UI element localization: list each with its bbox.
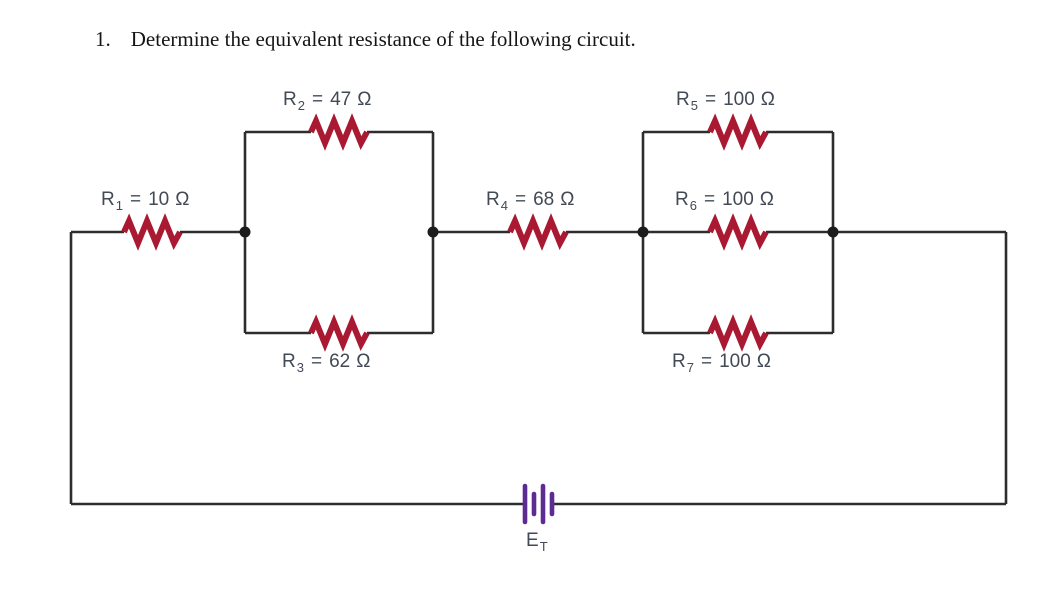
resistor-symbol-text: R: [282, 351, 296, 372]
resistor-symbol-text: R: [283, 89, 297, 110]
resistor-symbol-text: R: [101, 189, 115, 210]
resistor-r2-zigzag-icon: [311, 121, 367, 143]
resistor-value: 47: [330, 89, 352, 110]
resistor-subscript: 3: [296, 360, 304, 375]
junction-dot: [637, 226, 649, 238]
resistor-subscript: 2: [297, 98, 305, 113]
equals-sign: =: [700, 351, 713, 372]
ohm-unit: Ω: [760, 89, 775, 110]
resistor-value: 100: [719, 351, 751, 372]
resistor-r4-zigzag-icon: [510, 221, 566, 243]
equals-sign: =: [514, 189, 527, 210]
resistor-subscript: 6: [689, 198, 697, 213]
problem-title: 1. Determine the equivalent resistance o…: [95, 27, 636, 52]
resistor-r6-zigzag-icon: [710, 221, 766, 243]
resistor-value: 68: [533, 189, 555, 210]
junction-dot: [427, 226, 439, 238]
ohm-unit: Ω: [356, 351, 371, 372]
problem-text: Determine the equivalent resistance of t…: [130, 27, 636, 51]
resistor-subscript: 5: [690, 98, 698, 113]
equals-sign: =: [129, 189, 142, 210]
equals-sign: =: [310, 351, 323, 372]
ohm-unit: Ω: [759, 189, 774, 210]
source-symbol-text: E: [526, 530, 539, 551]
junction-dots: [239, 226, 839, 238]
resistor-r3-zigzag-icon: [311, 322, 367, 344]
resistor-symbol-text: R: [672, 351, 686, 372]
resistor-symbol-text: R: [676, 89, 690, 110]
resistor-value: 100: [723, 89, 755, 110]
outer-loop-wires: [69, 232, 1008, 506]
junction-dot: [827, 226, 839, 238]
resistor-symbol-text: R: [675, 189, 689, 210]
equals-sign: =: [311, 89, 324, 110]
ohm-unit: Ω: [560, 189, 575, 210]
battery-cells-icon: [522, 483, 555, 525]
equals-sign: =: [704, 89, 717, 110]
left-parallel-branch: [243, 130, 435, 335]
resistor-value: 10: [148, 189, 170, 210]
resistor-r7-zigzag-icon: [710, 322, 766, 344]
resistor-r5-zigzag-icon: [710, 121, 766, 143]
resistor-subscript: 1: [115, 198, 123, 213]
resistor-subscript: 4: [500, 198, 508, 213]
battery-label-et: ET: [526, 529, 548, 554]
resistor-symbol-text: R: [486, 189, 500, 210]
resistor-r1-zigzag-icon: [124, 221, 180, 243]
resistor-subscript: 7: [686, 360, 694, 375]
ohm-unit: Ω: [756, 351, 771, 372]
resistor-value: 100: [722, 189, 754, 210]
equals-sign: =: [703, 189, 716, 210]
problem-number: 1.: [95, 27, 111, 51]
ohm-unit: Ω: [357, 89, 372, 110]
junction-dot: [239, 226, 251, 238]
source-subscript: T: [539, 539, 548, 554]
ohm-unit: Ω: [175, 189, 190, 210]
resistor-value: 62: [329, 351, 351, 372]
